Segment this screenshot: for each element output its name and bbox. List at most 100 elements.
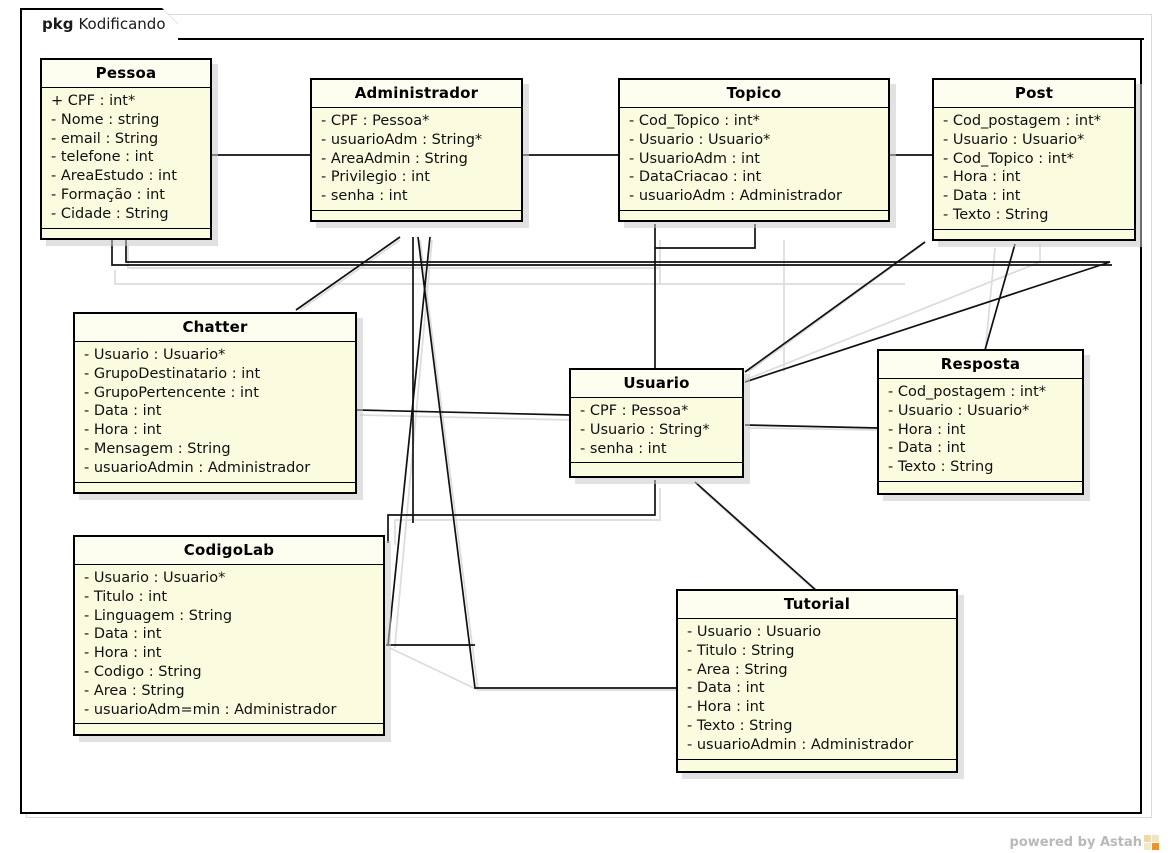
package-stereotype: pkg [42, 15, 74, 33]
class-box: Administrador - CPF : Pessoa* - usuarioA… [310, 78, 523, 222]
attribute: - DataCriacao : int [629, 169, 762, 186]
class-operations [620, 210, 888, 220]
class-box: Post - Cod_postagem : int* - Usuario : U… [932, 78, 1136, 241]
attribute: - usuarioAdm=min : Administrador [84, 701, 337, 718]
package-tab [20, 8, 178, 40]
class-name: Administrador [312, 80, 521, 108]
link-administrador-chatter [295, 236, 401, 311]
class-box: CodigoLab - Usuario : Usuario* - Titulo … [73, 535, 385, 736]
link-pessoa-usuario [125, 240, 1111, 383]
attribute: - usuarioAdm : String* [321, 131, 483, 148]
class-post[interactable]: Post - Cod_postagem : int* - Usuario : U… [932, 78, 1142, 247]
class-codigolab[interactable]: CodigoLab - Usuario : Usuario* - Titulo … [73, 535, 391, 742]
class-operations [42, 228, 210, 238]
class-chatter[interactable]: Chatter - Usuario : Usuario* - GrupoDest… [73, 312, 363, 500]
class-operations [934, 229, 1134, 239]
class-attributes: - CPF : Pessoa* - Usuario : String* - se… [571, 398, 742, 464]
attribute: - Data : int [84, 626, 162, 643]
class-attributes: - Cod_Topico : int* - Usuario : Usuario*… [620, 108, 888, 211]
class-operations [571, 463, 742, 476]
attribute: - Usuario : Usuario* [888, 402, 1030, 419]
class-name: Topico [620, 80, 888, 108]
attribute: - Cod_postagem : int* [943, 113, 1101, 129]
attribute: - Data : int [888, 440, 966, 457]
class-attributes: - Usuario : Usuario* - Titulo : int - Li… [75, 565, 383, 725]
attribute: - Hora : int [687, 699, 765, 716]
watermark: powered by Astah [1010, 835, 1160, 850]
package-frame-top-edge [20, 38, 1144, 40]
attribute: - Usuario : Usuario* [84, 347, 226, 363]
class-tutorial[interactable]: Tutorial - Usuario : Usuario - Titulo : … [676, 589, 964, 779]
link-usuario-codigolab [387, 480, 656, 543]
attribute: - senha : int [580, 440, 667, 457]
class-box: Usuario - CPF : Pessoa* - Usuario : Stri… [569, 368, 744, 478]
attribute: - Cod_postagem : int* [888, 384, 1046, 400]
class-operations [678, 759, 956, 771]
attribute: - usuarioAdmin : Administrador [84, 459, 311, 476]
attribute: - Usuario : String* [580, 421, 710, 438]
attribute: - Hora : int [888, 421, 966, 438]
class-attributes: - Cod_postagem : int* - Usuario : Usuari… [934, 108, 1134, 230]
class-attributes: - Cod_postagem : int* - Usuario : Usuari… [879, 379, 1082, 482]
attribute: - Nome : string [51, 111, 160, 128]
link-usuario-tutorial [694, 481, 819, 593]
package-name: Kodificando [78, 15, 166, 33]
link-administrador-tutorial [417, 236, 690, 689]
attribute: - UsuarioAdm : int [629, 150, 760, 167]
attribute: - Titulo : int [84, 588, 168, 605]
attribute: + CPF : int* [51, 93, 136, 109]
link-post-resposta [984, 243, 1016, 351]
class-attributes: + CPF : int* - Nome : string - email : S… [42, 88, 210, 229]
class-name: Chatter [75, 314, 355, 342]
attribute: - Area : String [84, 682, 185, 699]
connector-lines [111, 154, 1112, 689]
class-operations [879, 481, 1082, 493]
link-administrador-codigolab [387, 236, 431, 646]
attribute: - Hora : int [84, 645, 162, 662]
attribute: - Titulo : String [687, 642, 795, 659]
attribute: - CPF : Pessoa* [580, 403, 689, 419]
attribute: - email : String [51, 130, 159, 147]
attribute: - telefone : int [51, 149, 154, 166]
class-box: Pessoa + CPF : int* - Nome : string - em… [40, 58, 212, 240]
link-post-usuario [744, 241, 926, 373]
astah-logo-icon [1144, 835, 1160, 850]
attribute: - Mensagem : String [84, 440, 231, 457]
class-usuario[interactable]: Usuario - CPF : Pessoa* - Usuario : Stri… [569, 368, 750, 484]
attribute: - Linguagem : String [84, 607, 233, 624]
attribute: - Texto : String [687, 717, 793, 734]
class-pessoa[interactable]: Pessoa + CPF : int* - Nome : string - em… [40, 58, 218, 246]
watermark-text: powered by Astah [1009, 835, 1142, 850]
attribute: - Formação : int [51, 186, 165, 203]
attribute: - GrupoDestinatario : int [84, 365, 261, 382]
class-name: CodigoLab [75, 537, 383, 565]
attribute: - Data : int [84, 403, 162, 420]
attribute: - Privilegio : int [321, 169, 430, 186]
class-operations [312, 210, 521, 220]
class-name: Post [934, 80, 1134, 108]
attribute: - Data : int [943, 188, 1021, 205]
class-operations [75, 482, 355, 492]
class-name: Tutorial [678, 591, 956, 619]
class-attributes: - Usuario : Usuario* - GrupoDestinatario… [75, 342, 355, 483]
class-box: Chatter - Usuario : Usuario* - GrupoDest… [73, 312, 357, 494]
class-administrador[interactable]: Administrador - CPF : Pessoa* - usuarioA… [310, 78, 529, 228]
class-name: Pessoa [42, 60, 210, 88]
attribute: - CPF : Pessoa* [321, 113, 430, 129]
attribute: - Usuario : Usuario* [943, 131, 1085, 148]
class-box: Tutorial - Usuario : Usuario - Titulo : … [676, 589, 958, 773]
attribute: - senha : int [321, 188, 408, 205]
attribute: - Cidade : String [51, 205, 169, 222]
attribute: - Cod_Topico : int* [943, 150, 1074, 167]
class-box: Topico - Cod_Topico : int* - Usuario : U… [618, 78, 890, 222]
class-topico[interactable]: Topico - Cod_Topico : int* - Usuario : U… [618, 78, 896, 228]
attribute: - usuarioAdm : Administrador [629, 188, 842, 205]
class-attributes: - CPF : Pessoa* - usuarioAdm : String* -… [312, 108, 521, 211]
attribute: - usuarioAdmin : Administrador [687, 736, 914, 753]
class-box: Resposta - Cod_postagem : int* - Usuario… [877, 349, 1084, 495]
class-resposta[interactable]: Resposta - Cod_postagem : int* - Usuario… [877, 349, 1090, 501]
class-operations [75, 724, 383, 734]
attribute: - Hora : int [943, 169, 1021, 186]
